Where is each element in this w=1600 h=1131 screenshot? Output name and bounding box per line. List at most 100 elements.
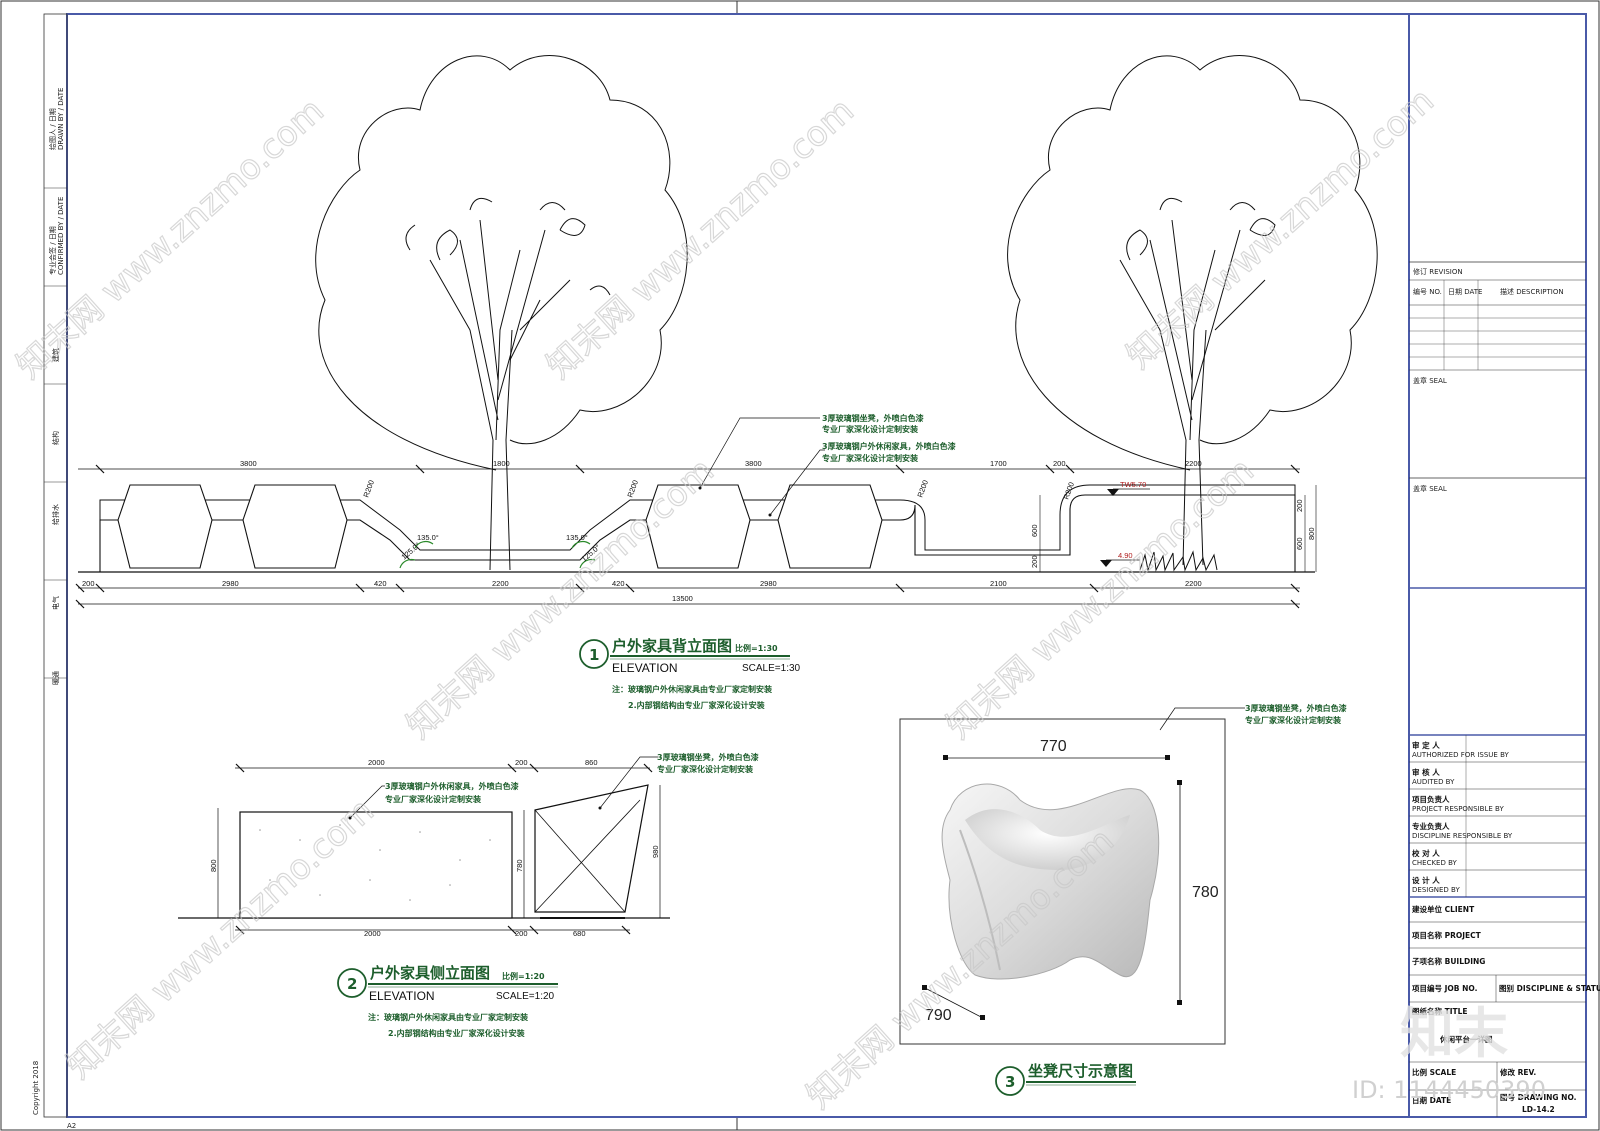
- building-label: 子项名称 BUILDING: [1412, 956, 1485, 966]
- vdim-3: 200: [1295, 499, 1304, 512]
- stool-dim-width: 770: [1040, 738, 1067, 755]
- role-designed: 设 计 人: [1412, 875, 1440, 885]
- bottom-dim-5: 420: [612, 579, 625, 588]
- vdim-5: 800: [1307, 527, 1316, 540]
- stool-1: [117, 484, 213, 569]
- vdim-2: 200: [1030, 555, 1039, 568]
- drawing-2-note-1: 注：玻璃钢户外休闲家具由专业厂家定制安装: [368, 1012, 528, 1022]
- rev-label: 修改 REV.: [1499, 1067, 1536, 1077]
- drawing-2-subtitle: ELEVATION: [369, 989, 435, 1003]
- sidebar-label-hvac: 暖通: [51, 671, 60, 685]
- role-discipline: 专业负责人: [1412, 821, 1450, 831]
- sidebar-label-drawn-en: DRAWN BY / DATE: [57, 88, 65, 150]
- d3-callout-line2: 专业厂家深化设计定制安装: [1245, 715, 1341, 725]
- top-dim-1: 3800: [240, 459, 257, 468]
- revision-header: 修订 REVISION: [1413, 267, 1463, 276]
- bottom-dim-1: 200: [82, 579, 95, 588]
- role-audited-en: AUDITED BY: [1412, 778, 1455, 786]
- top-dim-2: 1800: [493, 459, 510, 468]
- top-dim-6: 2200: [1185, 459, 1202, 468]
- d2-callout-b-line1: 3厚玻璃钢坐凳，外喷白色漆: [657, 752, 759, 762]
- stool-4: [777, 484, 883, 569]
- drawing-1-scale-en: SCALE=1:30: [742, 663, 801, 674]
- project-label: 项目名称 PROJECT: [1412, 930, 1482, 940]
- seal-2: 盖章 SEAL: [1413, 484, 1447, 493]
- watermark: 知末网 www.znzmo.com 知末网 www.znzmo.com 知末网 …: [9, 80, 1546, 1117]
- drawing-1-note-1: 注：玻璃钢户外休闲家具由专业厂家定制安装: [612, 684, 772, 694]
- watermark-logo: 知末: [1400, 1002, 1508, 1065]
- watermark-3: 知末网 www.znzmo.com: [1119, 81, 1441, 377]
- left-sidebar: 绘图人 / 日期 DRAWN BY / DATE 专业会签 / 日期 CONFI…: [32, 13, 76, 1130]
- role-discipline-en: DISCIPLINE RESPONSIBLE BY: [1412, 832, 1513, 840]
- sidebar-label-confirmed-en: CONFIRMED BY / DATE: [57, 197, 65, 275]
- radius-4: R200: [1061, 481, 1076, 501]
- angle-2: 125.0°: [400, 541, 422, 562]
- role-authorized-en: AUTHORIZED FOR ISSUE BY: [1412, 751, 1509, 759]
- stool-diagram: 770 780 790 3厚玻璃钢坐凳，外喷白色漆 专业厂家深化设计定制安装 3…: [899, 703, 1347, 1096]
- d2-side-dim-3: 980: [651, 845, 660, 858]
- d2-top-dim-3: 860: [585, 758, 598, 767]
- stool-dim-depth: 790: [925, 1007, 952, 1024]
- role-checked-en: CHECKED BY: [1412, 859, 1458, 867]
- drawing-1-subtitle: ELEVATION: [612, 661, 678, 675]
- d2-bottom-dim-2: 200: [515, 929, 528, 938]
- callout-1b-line1: 3厚玻璃钢户外休闲家具，外喷白色漆: [822, 441, 956, 451]
- role-checked: 校 对 人: [1412, 848, 1440, 858]
- role-designed-en: DESIGNED BY: [1412, 886, 1460, 894]
- date-label: 日期 DATE: [1412, 1095, 1451, 1105]
- discipline-label: 图别 DISCIPLINE & STATUS: [1499, 984, 1600, 993]
- bottom-dim-7: 2100: [990, 579, 1007, 588]
- callout-1b-line2: 专业厂家深化设计定制安装: [822, 453, 918, 463]
- tree-left: [315, 55, 688, 571]
- elevation-1: TW5.70 4.90 3800 1800 3800 1700 200 2200…: [75, 55, 1378, 710]
- d2-side-dim-2: 780: [515, 859, 524, 872]
- revision-desc: 描述 DESCRIPTION: [1500, 287, 1564, 296]
- drawing-1-scale-cn: 比例=1:30: [735, 643, 778, 653]
- bottom-dim-3: 420: [374, 579, 387, 588]
- drawing-2-scale-en: SCALE=1:20: [496, 991, 555, 1002]
- d2-callout-a-line2: 专业厂家深化设计定制安装: [385, 794, 481, 804]
- revision-no: 编号 NO.: [1413, 287, 1442, 296]
- d2-top-dim-1: 2000: [368, 758, 385, 767]
- scale-label: 比例 SCALE: [1412, 1067, 1456, 1077]
- radius-1: R200: [361, 479, 376, 499]
- sidebar-label-arch: 建筑: [51, 348, 60, 362]
- d2-top-dim-2: 200: [515, 758, 528, 767]
- drawing-1-title: 户外家具背立面图: [612, 637, 732, 655]
- client-label: 建设单位 CLIENT: [1411, 904, 1475, 914]
- d2-bottom-dim-3: 680: [573, 929, 586, 938]
- radius-2: R200: [625, 479, 640, 499]
- drawing-no: LD-14.2: [1522, 1105, 1555, 1114]
- top-dim-4: 1700: [990, 459, 1007, 468]
- d2-callout-a-line1: 3厚玻璃钢户外休闲家具，外喷白色漆: [385, 781, 519, 791]
- stool-2: [242, 484, 348, 569]
- bottom-dim-2: 2980: [222, 579, 239, 588]
- bottom-dim-4: 2200: [492, 579, 509, 588]
- watermark-2: 知末网 www.znzmo.com: [539, 91, 861, 387]
- callout-1a-line2: 专业厂家深化设计定制安装: [822, 424, 918, 434]
- top-dim-5: 200: [1053, 459, 1066, 468]
- elevation-2: 2000 200 860 2000 200 680 800 780 980 3厚…: [178, 752, 759, 1038]
- seal-1: 盖章 SEAL: [1413, 376, 1447, 385]
- radius-3: R200: [915, 479, 930, 499]
- drawing-title-label: 图纸名称 TITLE: [1412, 1006, 1468, 1016]
- drawing-1-number: 1: [589, 646, 599, 664]
- drawing-2-note-2: 2.内部钢结构由专业厂家深化设计安装: [388, 1028, 525, 1038]
- drawing-2-number: 2: [347, 975, 357, 993]
- drawing-2-number-circle: [337, 968, 367, 998]
- drawing-no-label: 图号 DRAWING NO.: [1500, 1093, 1577, 1102]
- level-tw: TW5.70: [1120, 480, 1146, 489]
- angle-3: 135.0°: [566, 533, 588, 542]
- sidebar-label-confirmed: 专业会签 / 日期: [48, 226, 57, 275]
- drawing-3-number-circle: [995, 1066, 1025, 1096]
- role-project-en: PROJECT RESPONSIBLE BY: [1412, 805, 1504, 813]
- angle-1: 135.0°: [417, 533, 439, 542]
- drawing-title-value: 休闲平台一详图: [1439, 1034, 1493, 1044]
- drawing-2-title: 户外家具侧立面图: [370, 964, 490, 982]
- drawing-3-number: 3: [1005, 1073, 1015, 1091]
- title-block: 修订 REVISION 编号 NO. 日期 DATE 描述 DESCRIPTIO…: [1408, 13, 1600, 1118]
- sidebar-label-drawn: 绘图人 / 日期: [48, 108, 57, 150]
- total-dim: 13500: [672, 594, 693, 603]
- sidebar-label-struct: 结构: [51, 431, 60, 445]
- sidebar-label-electrical: 电气: [51, 596, 60, 610]
